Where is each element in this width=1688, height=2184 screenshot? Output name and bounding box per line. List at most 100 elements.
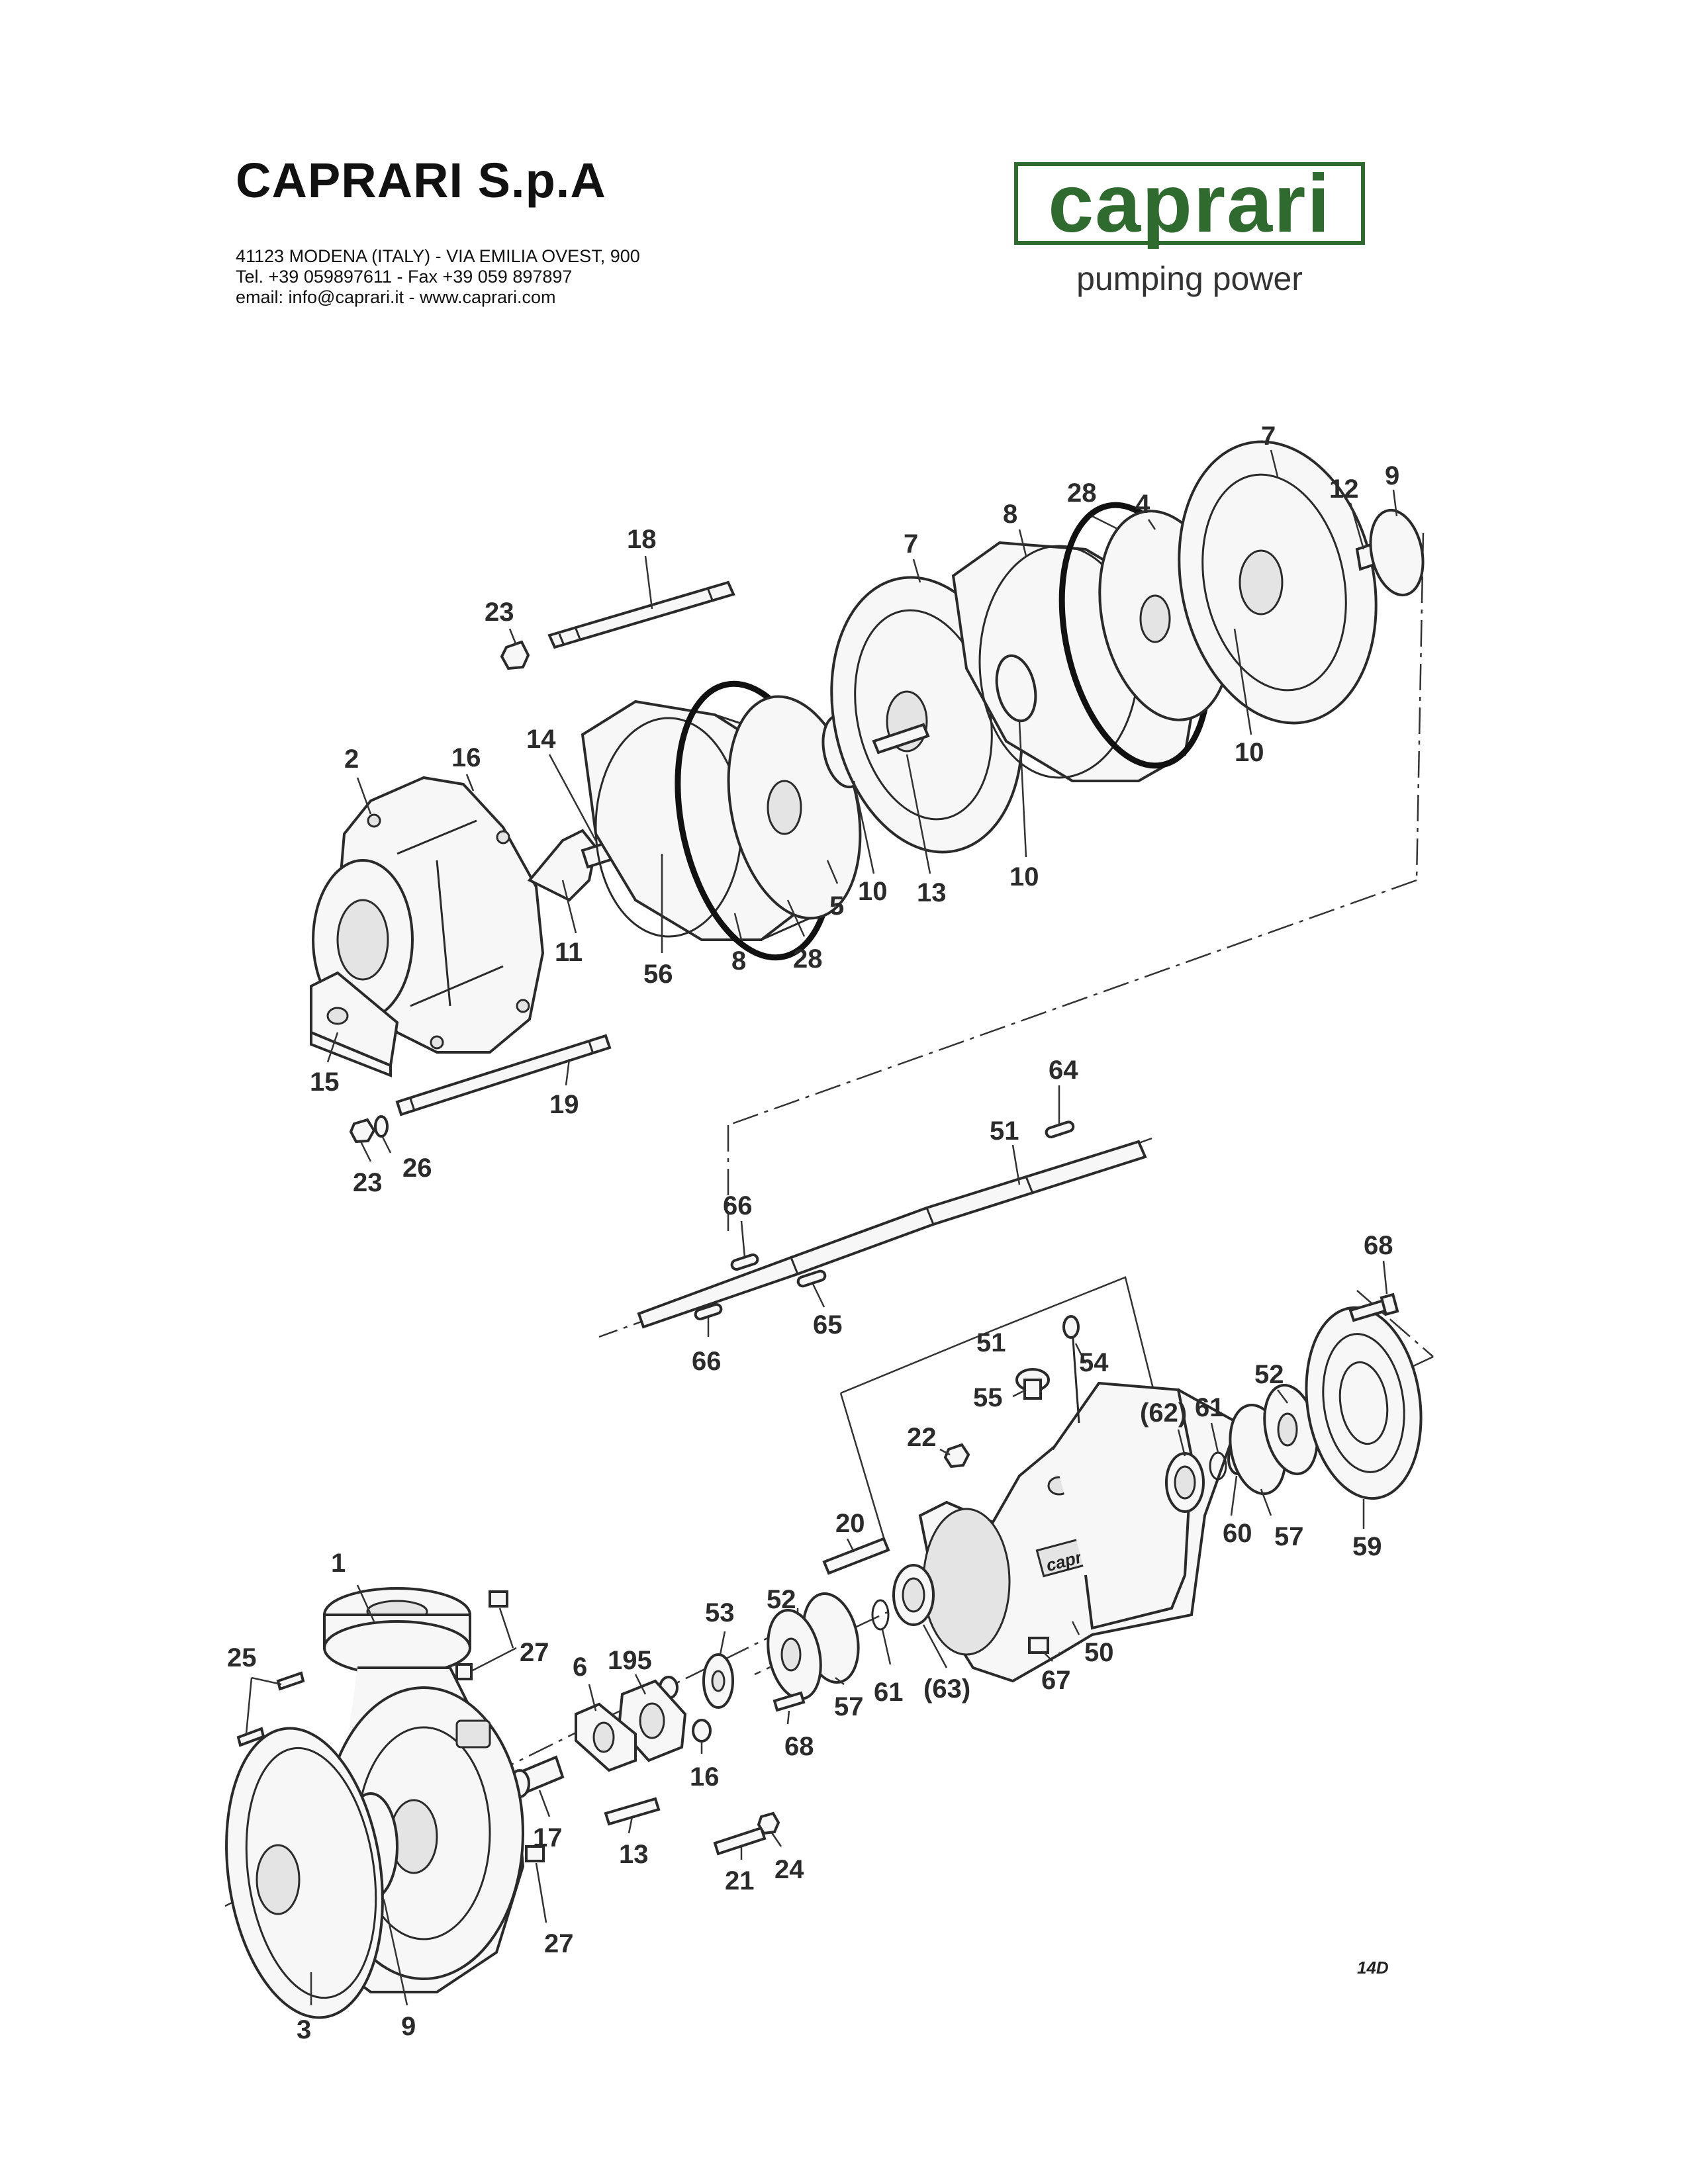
logo-frame <box>1014 162 1365 245</box>
tie-rod-19 <box>395 1034 612 1116</box>
detail-bracket <box>839 1276 1163 1549</box>
cone-11 <box>527 829 598 902</box>
label-59: 59 <box>1352 1532 1382 1561</box>
stud-13-lower <box>604 1797 661 1826</box>
label-62: (62) <box>1140 1398 1187 1428</box>
label-51-top: 51 <box>990 1116 1019 1146</box>
screw-25 <box>236 1671 305 1747</box>
label-20: 20 <box>835 1509 865 1538</box>
nut-23-top <box>500 640 530 670</box>
breather-55 <box>1015 1368 1050 1400</box>
key-64 <box>1045 1120 1075 1139</box>
label-28-right: 28 <box>1067 478 1097 508</box>
label-11: 11 <box>555 938 583 967</box>
nut-24 <box>757 1811 780 1835</box>
label-17: 17 <box>533 1823 563 1852</box>
label-54: 54 <box>1079 1348 1109 1377</box>
label-66-bottom: 66 <box>692 1347 722 1376</box>
label-64: 64 <box>1049 1056 1078 1085</box>
screw-68-left <box>773 1691 806 1712</box>
label-22: 22 <box>907 1423 937 1452</box>
washer-26 <box>374 1115 389 1138</box>
label-52-right: 52 <box>1254 1360 1284 1389</box>
label-16-top: 16 <box>451 743 481 772</box>
wear-ring-10-mid <box>995 654 1037 723</box>
wear-plate-9-top <box>1369 508 1425 597</box>
label-10-right: 10 <box>1235 738 1264 767</box>
label-6: 6 <box>573 1653 587 1682</box>
company-address: 41123 MODENA (ITALY) - VIA EMILIA OVEST,… <box>236 246 640 266</box>
label-195: 195 <box>608 1646 652 1675</box>
label-68-right: 68 <box>1364 1231 1393 1260</box>
company-phone: Tel. +39 059897611 - Fax +39 059 897897 <box>236 267 573 287</box>
nut-23-lower <box>349 1118 376 1144</box>
plug-27-bottom <box>525 1845 545 1862</box>
label-66-top: 66 <box>723 1191 753 1220</box>
label-7-top: 7 <box>1261 422 1276 451</box>
label-16-lower: 16 <box>690 1762 720 1792</box>
dipstick-54 <box>1062 1315 1080 1424</box>
nut-22 <box>943 1443 970 1469</box>
company-email: email: info@caprari.it - www.caprari.com <box>236 287 556 307</box>
label-65: 65 <box>813 1310 843 1340</box>
label-19: 19 <box>549 1090 579 1119</box>
casing-cover-2 <box>312 776 545 1054</box>
label-25: 25 <box>227 1643 257 1672</box>
impeller-7-top <box>1178 440 1378 725</box>
tie-rod-18 <box>547 580 735 649</box>
label-53: 53 <box>705 1598 735 1627</box>
label-8-right: 8 <box>1003 500 1017 529</box>
label-13-lower: 13 <box>619 1840 649 1869</box>
plug-27-top <box>455 1590 508 1680</box>
stud-21 <box>713 1826 767 1856</box>
foot-15 <box>310 971 399 1077</box>
label-21: 21 <box>725 1866 755 1895</box>
label-63: (63) <box>923 1674 970 1704</box>
label-61-right: 61 <box>1195 1393 1225 1422</box>
label-14: 14 <box>526 725 556 754</box>
label-18: 18 <box>627 525 657 554</box>
circlip-61-left <box>871 1599 890 1631</box>
label-9-bottom: 9 <box>401 2012 416 2041</box>
label-50: 50 <box>1084 1638 1114 1667</box>
label-27-bottom: 27 <box>544 1929 574 1958</box>
label-60: 60 <box>1223 1519 1252 1548</box>
label-68-left: 68 <box>784 1732 814 1761</box>
label-1: 1 <box>331 1549 346 1578</box>
label-23-lower: 23 <box>353 1168 383 1197</box>
impeller-3 <box>225 1727 384 2019</box>
label-13-top: 13 <box>917 878 947 907</box>
label-52-left: 52 <box>767 1585 796 1614</box>
leader-lines <box>245 449 1398 2006</box>
label-10-left: 10 <box>858 877 888 906</box>
key-66-top <box>730 1253 759 1271</box>
part-labels: 18 23 2 16 14 11 56 8 28 5 10 13 7 8 28 … <box>227 422 1399 2044</box>
label-7-mid: 7 <box>904 529 918 559</box>
label-2: 2 <box>344 745 359 774</box>
label-61-left: 61 <box>874 1678 904 1707</box>
gland-6 <box>575 1702 637 1772</box>
company-name: CAPRARI S.p.A <box>236 153 606 208</box>
label-67: 67 <box>1041 1666 1071 1695</box>
label-9-top: 9 <box>1385 461 1399 490</box>
label-57-right: 57 <box>1274 1522 1304 1551</box>
screw-68-right <box>1348 1293 1399 1322</box>
bearing-63 <box>892 1564 935 1626</box>
label-10-mid: 10 <box>1009 862 1039 891</box>
label-5: 5 <box>829 891 844 921</box>
label-12: 12 <box>1329 475 1359 504</box>
label-28-left: 28 <box>793 944 823 974</box>
logo-wordmark: caprari <box>1048 158 1331 250</box>
label-55: 55 <box>973 1383 1003 1412</box>
label-57-left: 57 <box>834 1692 864 1721</box>
label-3: 3 <box>297 2015 311 2044</box>
label-23-top: 23 <box>485 598 514 627</box>
drain-plug-67 <box>1028 1637 1049 1654</box>
drawing-reference: 14D <box>1357 1958 1389 1978</box>
label-15: 15 <box>310 1068 340 1097</box>
label-26: 26 <box>402 1154 432 1183</box>
label-56: 56 <box>643 960 673 989</box>
bearing-62 <box>1165 1452 1205 1513</box>
key-65 <box>796 1269 827 1288</box>
